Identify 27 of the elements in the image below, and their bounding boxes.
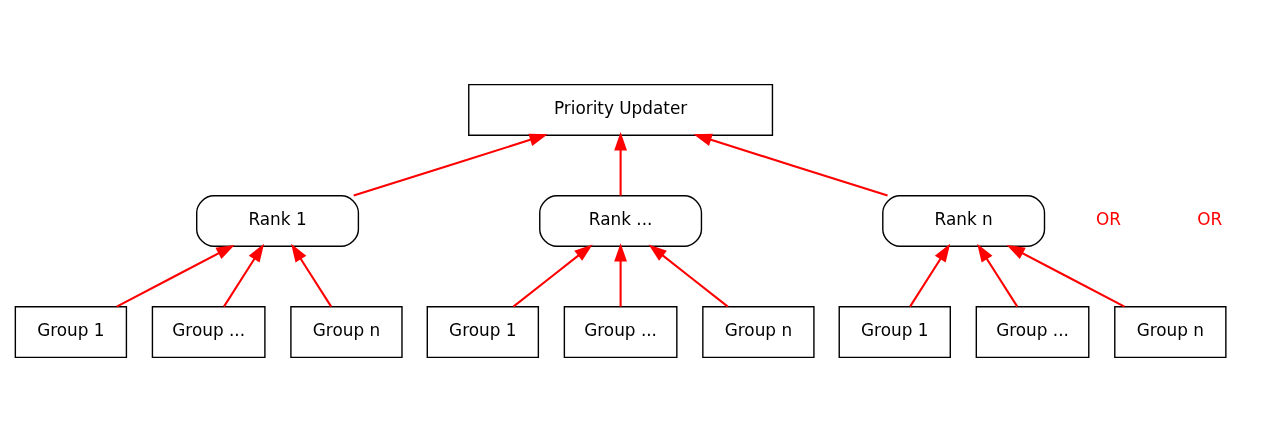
node-box: Rank 1 (196, 195, 360, 247)
node-box: Group ... (563, 306, 678, 359)
arrow (223, 243, 265, 308)
arrow (116, 244, 235, 308)
node-box: Group n (1114, 306, 1227, 359)
arrow (1006, 244, 1125, 308)
arrow (614, 243, 627, 307)
label: OR (1095, 209, 1121, 230)
node-box: Priority Updater (468, 83, 774, 136)
node-box: Group 1 (426, 306, 540, 359)
node-box: Group 1 (14, 306, 128, 359)
node-box: Rank n (882, 195, 1046, 247)
node-box: Group n (702, 306, 815, 359)
node-box: Group ... (151, 306, 266, 359)
arrow (353, 133, 548, 197)
node-box: Group ... (975, 306, 1090, 359)
arrow (693, 133, 888, 197)
node-box: Group n (290, 306, 403, 359)
arrow (291, 243, 333, 308)
arrow (614, 132, 627, 196)
arrow (512, 244, 593, 308)
node-box: Rank ... (539, 195, 703, 247)
label: OR (1197, 209, 1223, 230)
arrow (977, 243, 1019, 308)
node-box: Group 1 (838, 306, 951, 359)
arrow (909, 243, 951, 308)
arrow (648, 244, 729, 308)
